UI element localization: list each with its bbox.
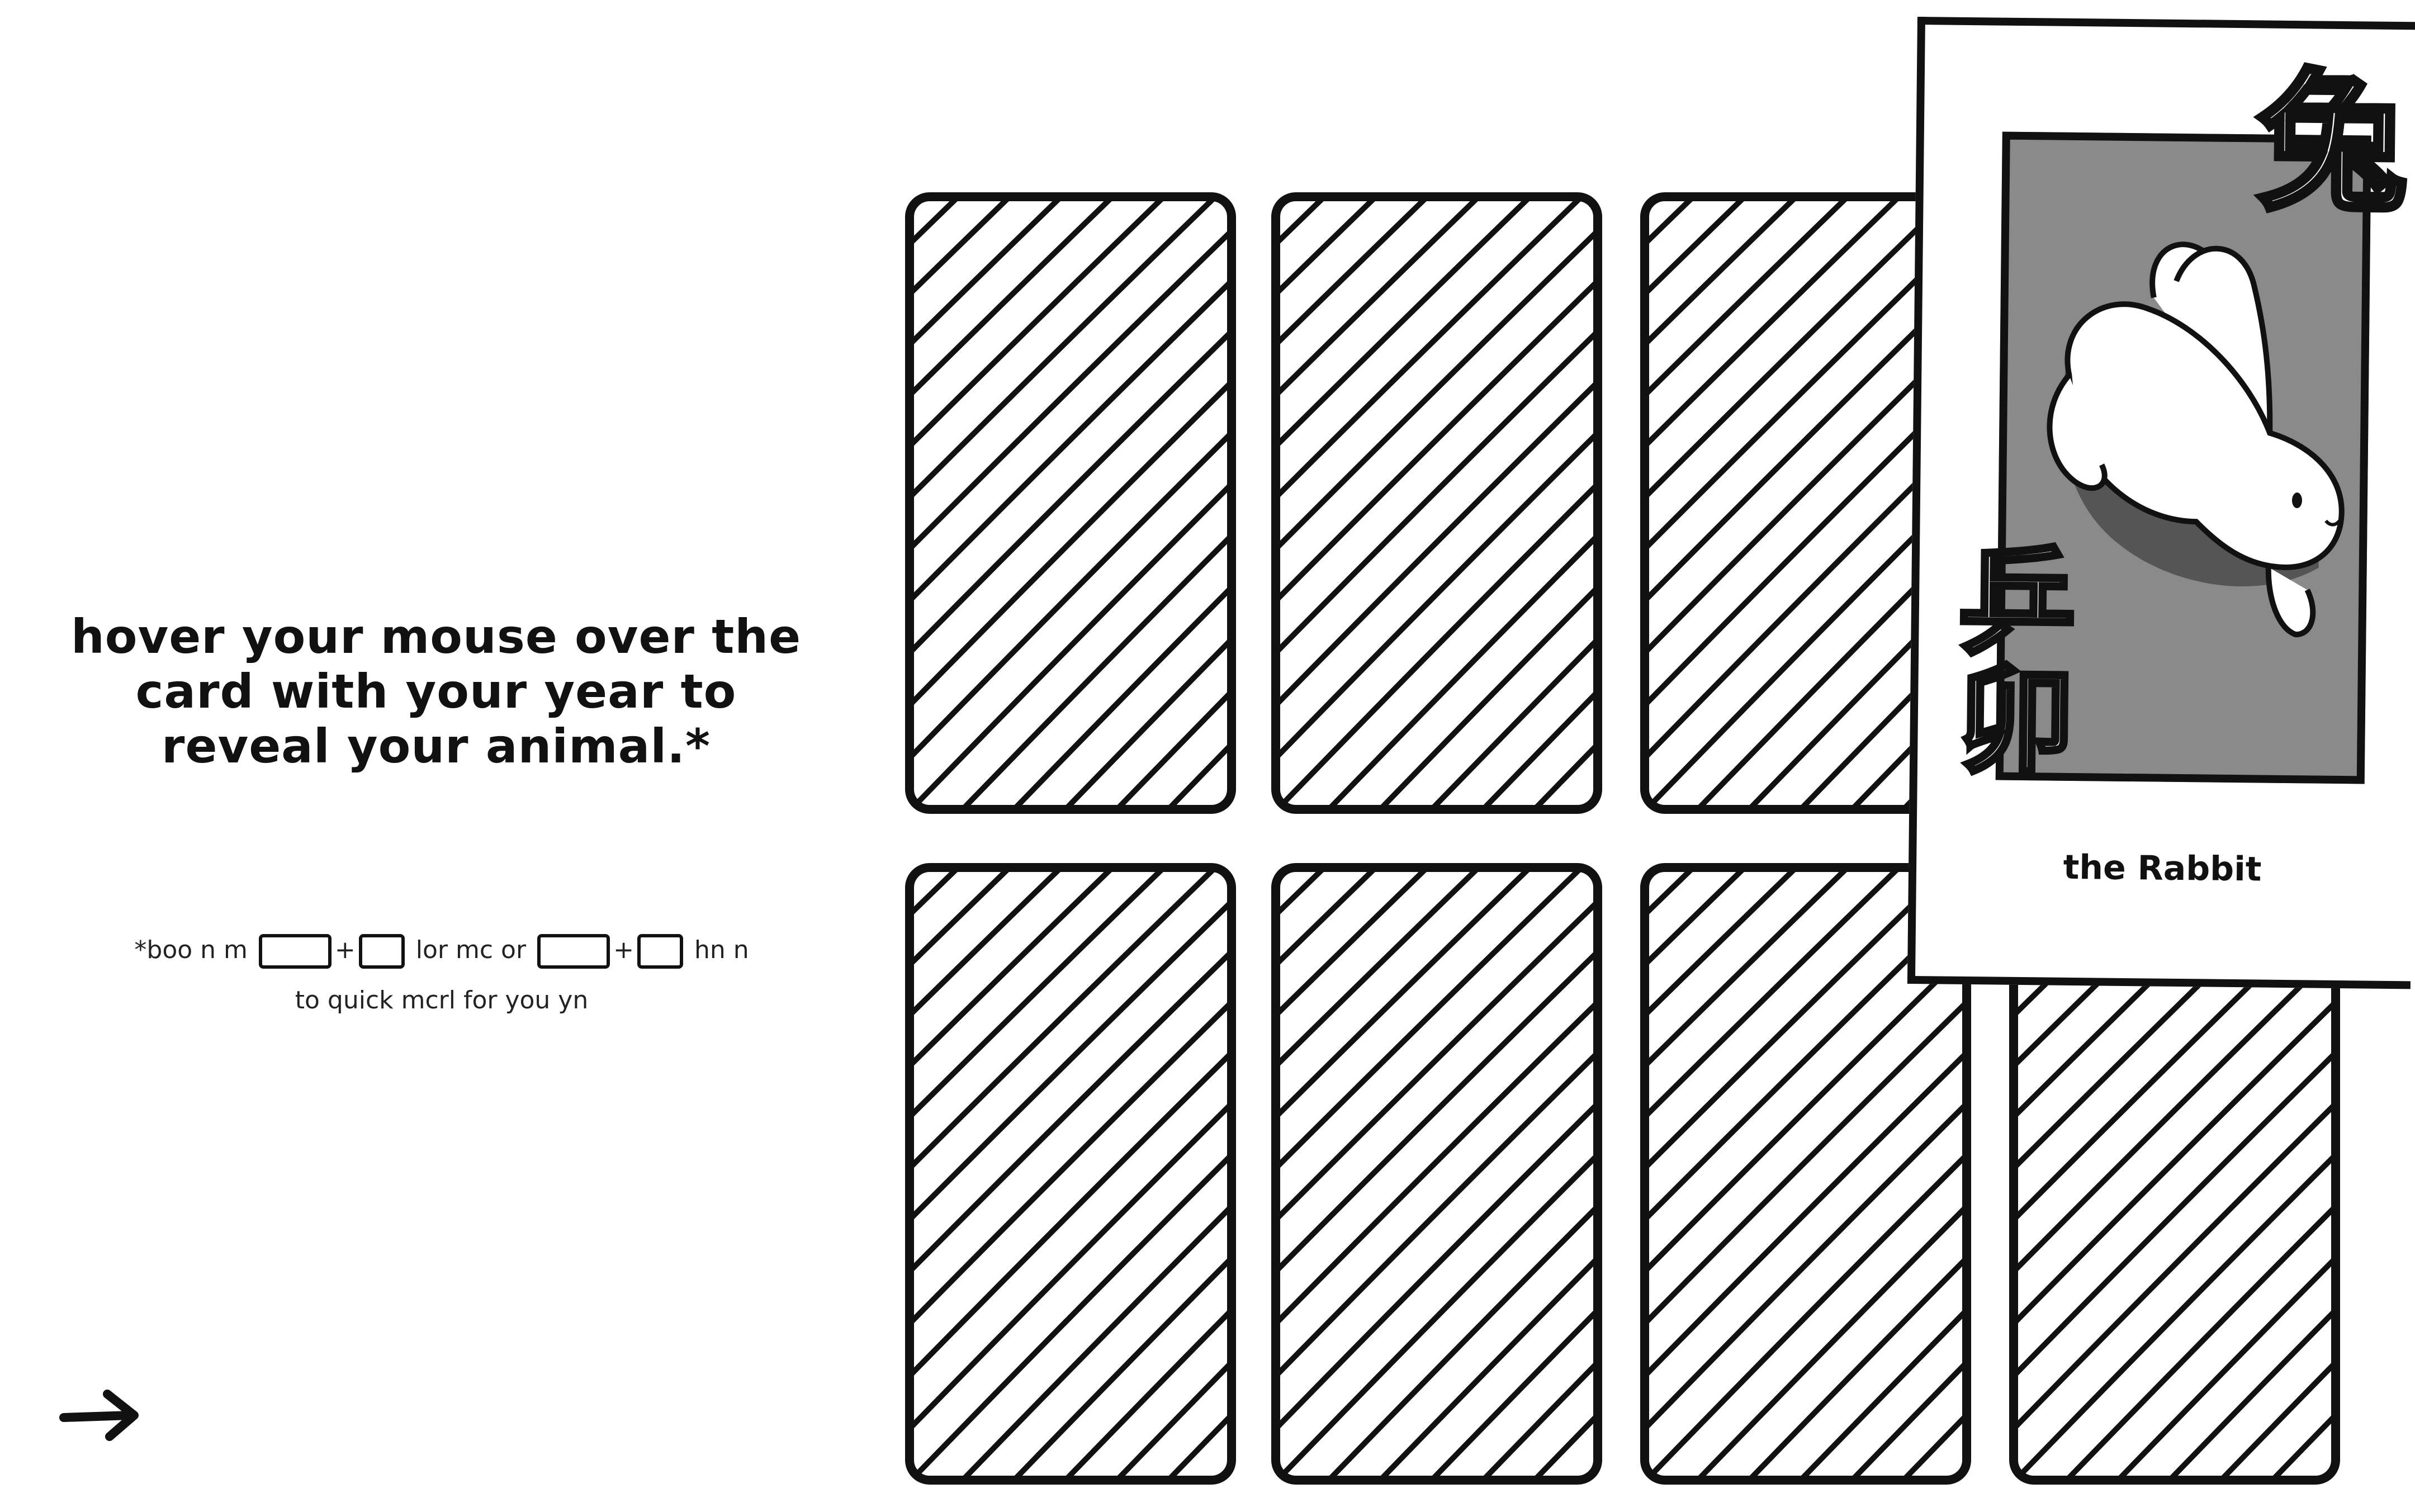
next-arrow-button[interactable] [56, 1381, 145, 1448]
card-back-1[interactable] [903, 190, 1238, 816]
vertical-char-1: 乒 [1955, 533, 2079, 675]
card-back-2[interactable] [1269, 190, 1604, 816]
key-icon [258, 934, 332, 969]
zodiac-character: 兔 [2253, 51, 2412, 235]
footnote-plus: + [613, 936, 634, 964]
right-arrow-icon [59, 1390, 139, 1441]
key-icon [537, 934, 610, 969]
hatch-pattern-icon [1640, 863, 1971, 1485]
footnote: *boo n m + lor mc or + hn n to quick mcr… [34, 925, 850, 1026]
vertical-zodiac-text: 乒 卯 [1951, 533, 2082, 793]
instructions-text: hover your mouse over the card with your… [70, 609, 802, 774]
key-icon [358, 934, 405, 969]
vertical-char-2: 卯 [1954, 650, 2078, 793]
hatch-pattern-icon [905, 192, 1236, 814]
footnote-text-start: *boo n m [134, 936, 248, 964]
footnote-line-2: to quick mcrl for you yn [295, 986, 589, 1015]
card-back-6[interactable] [1269, 861, 1604, 1487]
card-back-5[interactable] [903, 861, 1238, 1487]
hatch-pattern-icon [905, 863, 1236, 1485]
rabbit-art-panel [1995, 131, 2371, 784]
revealed-zodiac-card[interactable]: 兔 乒 卯 the Rabbit [1907, 17, 2415, 989]
animal-name: the Rabbit [2063, 847, 2262, 889]
footnote-text-end: hn n [694, 936, 749, 964]
rabbit-illustration-icon [2047, 241, 2345, 638]
footnote-plus: + [334, 936, 356, 964]
key-icon [637, 934, 683, 969]
footnote-text-mid: lor mc or [415, 936, 527, 964]
card-back-7[interactable] [1638, 861, 1973, 1487]
hatch-pattern-icon [1271, 192, 1602, 814]
hatch-pattern-icon [1271, 863, 1602, 1485]
footnote-line-1: *boo n m + lor mc or + hn n [34, 925, 850, 975]
